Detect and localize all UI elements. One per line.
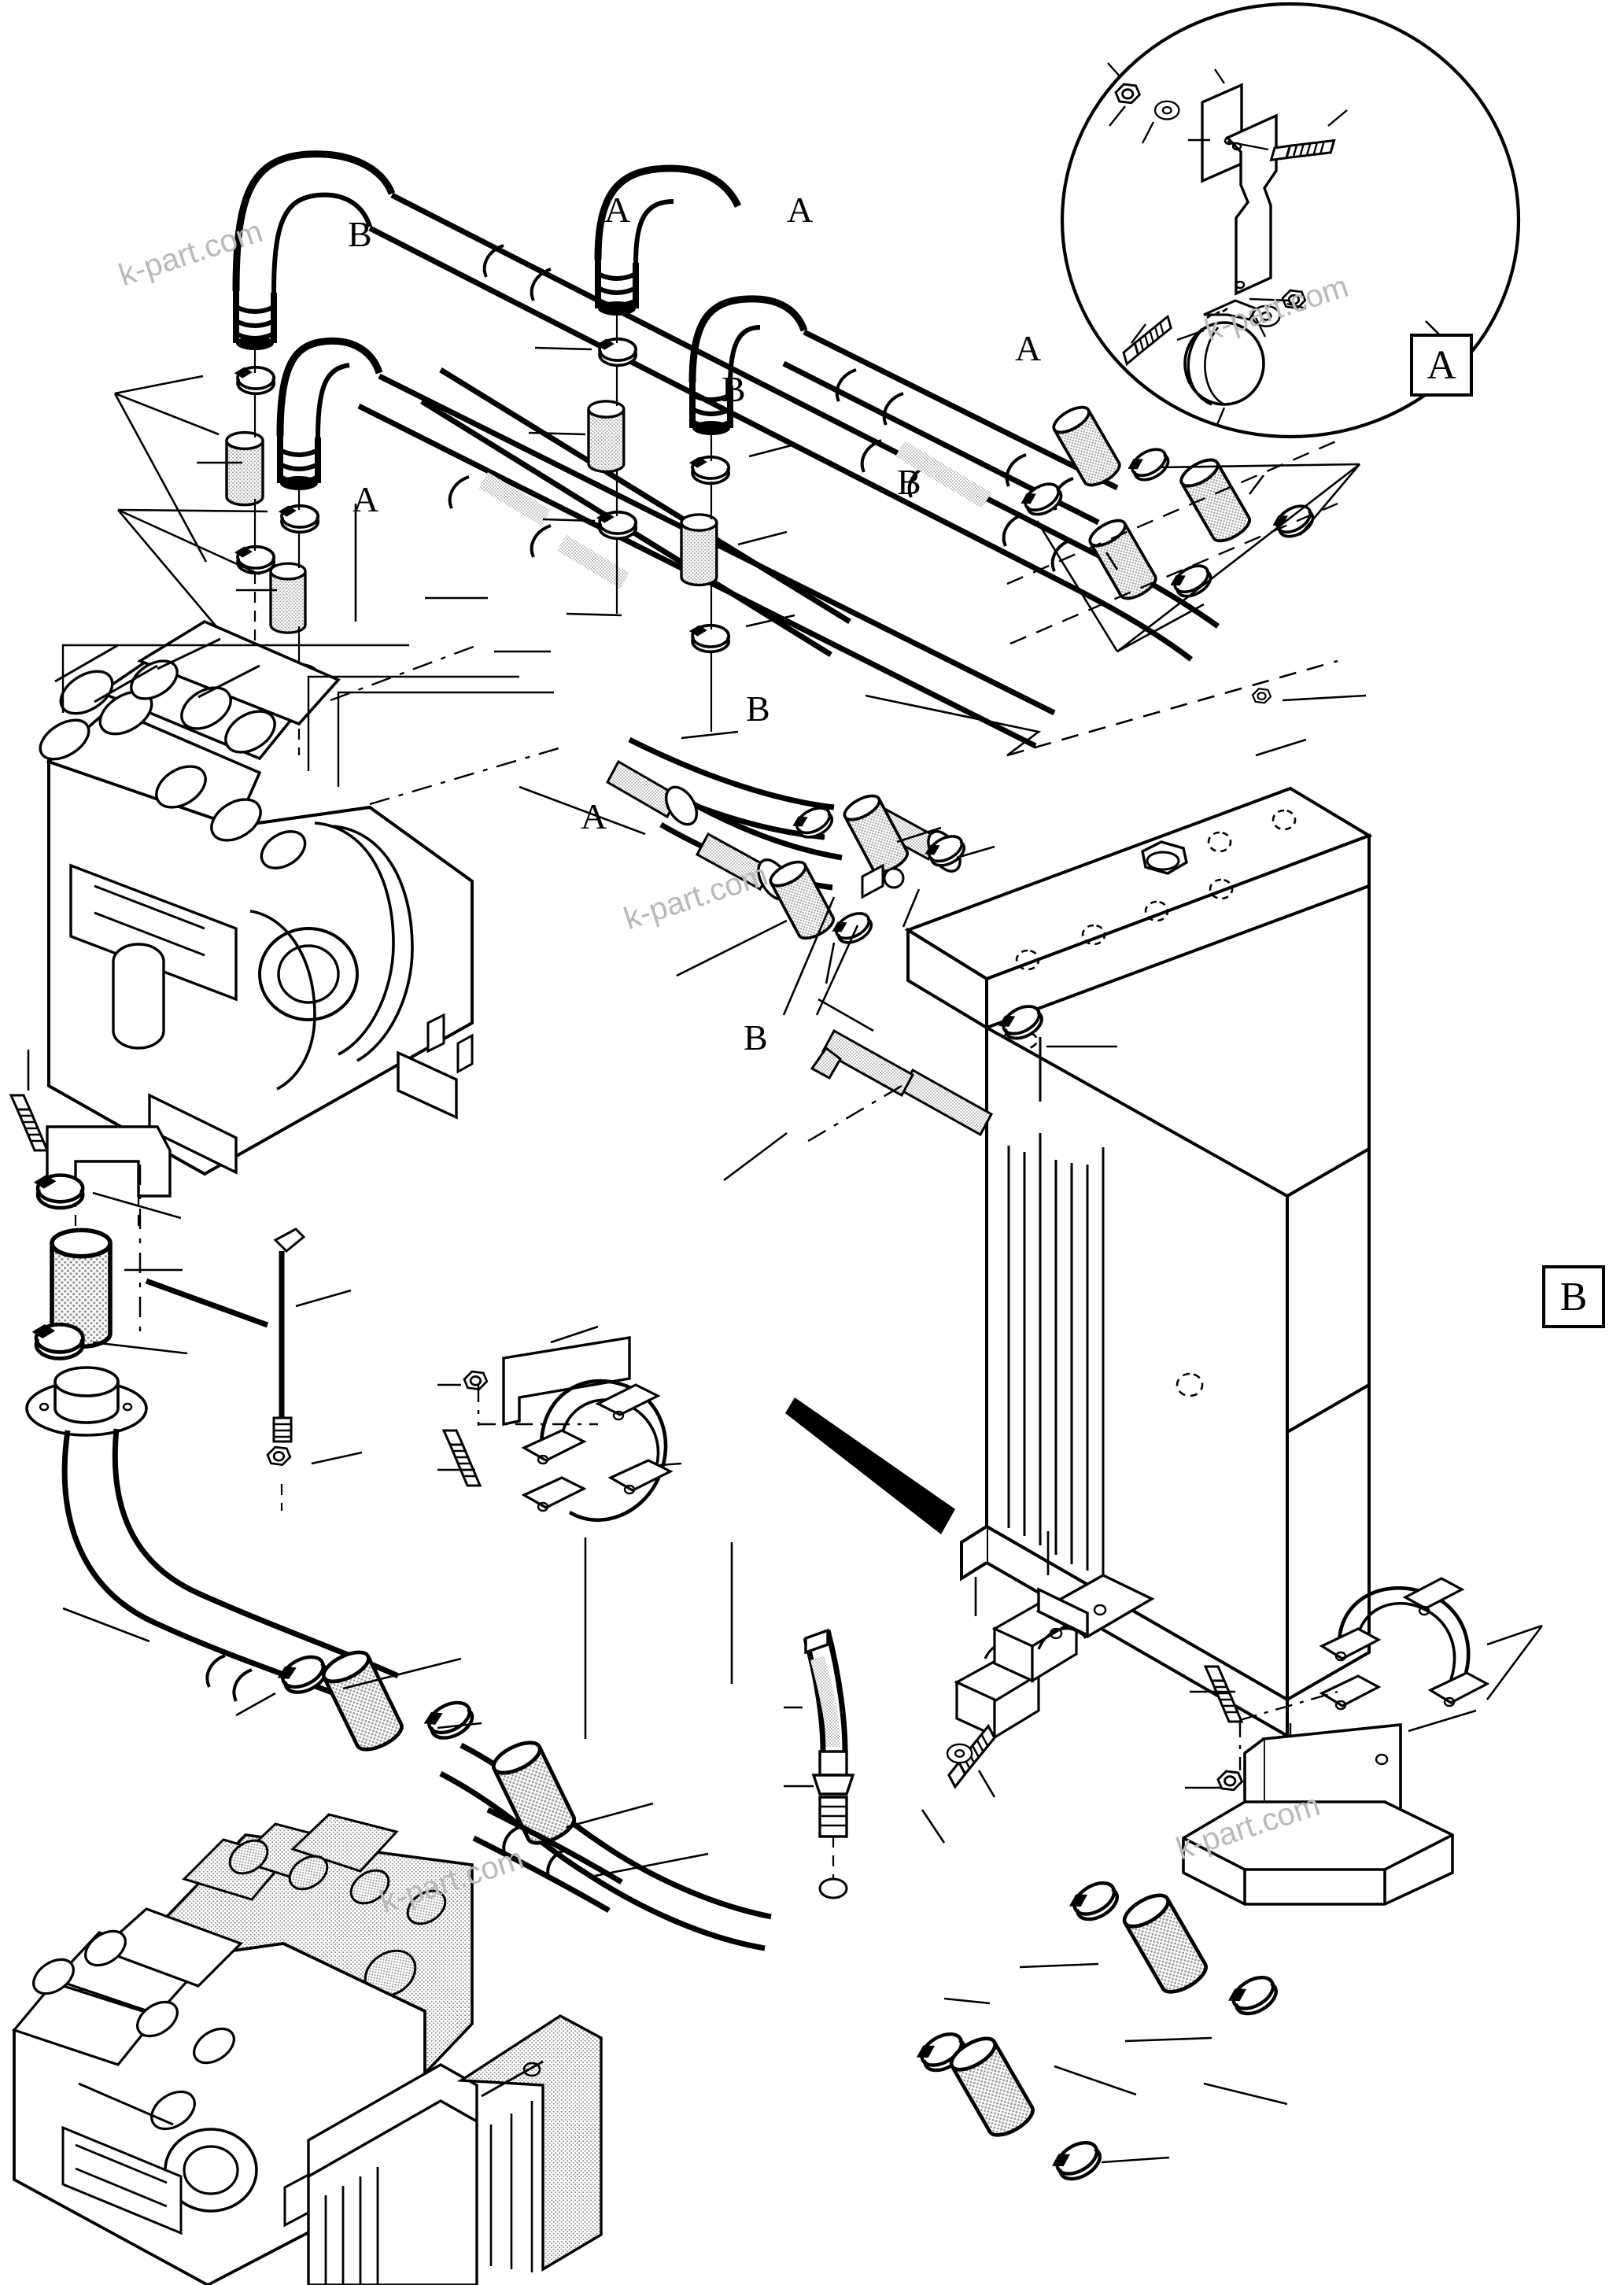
flex-hose-fitting-group bbox=[784, 1628, 855, 1899]
upper-left-hose-group bbox=[232, 150, 396, 490]
radiator-core bbox=[785, 786, 1373, 1739]
pipe-clamp-bracket-right bbox=[1182, 1577, 1544, 1906]
engine-assembly-upper bbox=[39, 619, 567, 1176]
engine-assembly-lower bbox=[12, 1807, 623, 2285]
detail-view-a-group bbox=[1060, 2, 1521, 439]
callout-label-b-4: B bbox=[746, 688, 770, 729]
split-block-clamp bbox=[921, 1531, 1155, 1844]
long-through-bolt bbox=[266, 1227, 363, 1511]
detail-box-b: B bbox=[1542, 1265, 1605, 1328]
detail-box-a: A bbox=[1410, 334, 1473, 397]
callout-label-a-3: A bbox=[1015, 328, 1042, 368]
lower-left-hose-clamp-column bbox=[25, 1165, 269, 1437]
callout-label-b-2: B bbox=[722, 369, 746, 409]
bottom-hose-clamp-cluster bbox=[915, 1877, 1288, 2186]
upper-hose-clamp-column-left bbox=[113, 346, 276, 642]
upper-center-hose-group bbox=[594, 164, 808, 435]
callout-label-a-1: A bbox=[604, 190, 631, 230]
diagonal-pipe-bundle bbox=[357, 192, 1220, 901]
detail-a-circle bbox=[1060, 2, 1521, 439]
callout-label-a-2: A bbox=[787, 190, 814, 230]
upper-hose-clamp-column-mid bbox=[528, 312, 638, 617]
callout-label-a-4: A bbox=[352, 479, 379, 519]
mid-hose-clamp-cluster bbox=[766, 789, 995, 1016]
callout-label-b-3: B bbox=[897, 462, 921, 502]
right-hose-clamp-cluster bbox=[865, 401, 1367, 757]
callout-label-a-5: A bbox=[581, 796, 607, 836]
callout-label-b-5: B bbox=[744, 1017, 768, 1058]
lower-main-hose bbox=[61, 1428, 772, 1951]
upper-hose-clamp-column-mid-2 bbox=[680, 431, 795, 740]
pipe-clamp-bracket-center bbox=[437, 1325, 682, 1739]
callout-label-b-1: B bbox=[348, 214, 372, 254]
leader-lines-misc bbox=[354, 504, 1307, 1684]
